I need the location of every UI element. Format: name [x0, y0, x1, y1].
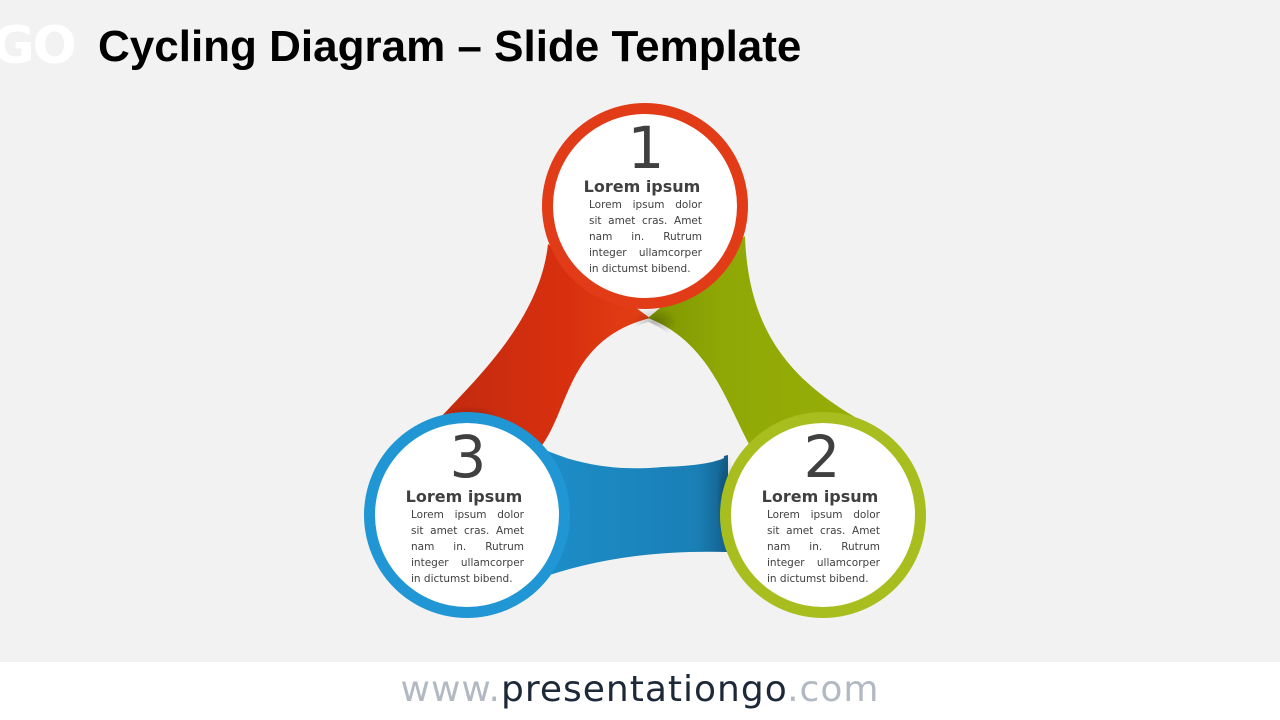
step-1-heading: Lorem ipsum: [583, 177, 701, 196]
step-2-body: Lorem ipsum dolor sit amet cras. Amet na…: [767, 509, 880, 585]
footer-url: www.presentationgo.com: [0, 670, 1280, 710]
footer-url-prefix: www.: [400, 669, 501, 710]
footer: www.presentationgo.com: [0, 662, 1280, 720]
step-2-number: 2: [804, 423, 841, 491]
step-1-number: 1: [628, 114, 665, 182]
step-2-disc: [731, 423, 915, 607]
step-3-number: 3: [450, 423, 487, 491]
connector-blue: [525, 440, 728, 580]
footer-url-suffix: .com: [787, 669, 880, 710]
connector-green: [648, 236, 860, 462]
slide-title: Cycling Diagram – Slide Template: [98, 22, 802, 71]
footer-url-main: presentationgo: [501, 669, 788, 710]
step-3-heading: Lorem ipsum: [405, 487, 523, 506]
step-3-disc: [375, 423, 559, 607]
step-3-body: Lorem ipsum dolor sit amet cras. Amet na…: [411, 509, 524, 585]
logo-fragment: GO: [0, 16, 77, 76]
step-1-disc: [553, 114, 737, 298]
step-2-heading: Lorem ipsum: [761, 487, 879, 506]
cycling-diagram: 1 2 3: [364, 103, 926, 618]
step-1-body: Lorem ipsum dolor sit amet cras. Amet na…: [589, 199, 702, 275]
diagram-center: [566, 322, 724, 467]
